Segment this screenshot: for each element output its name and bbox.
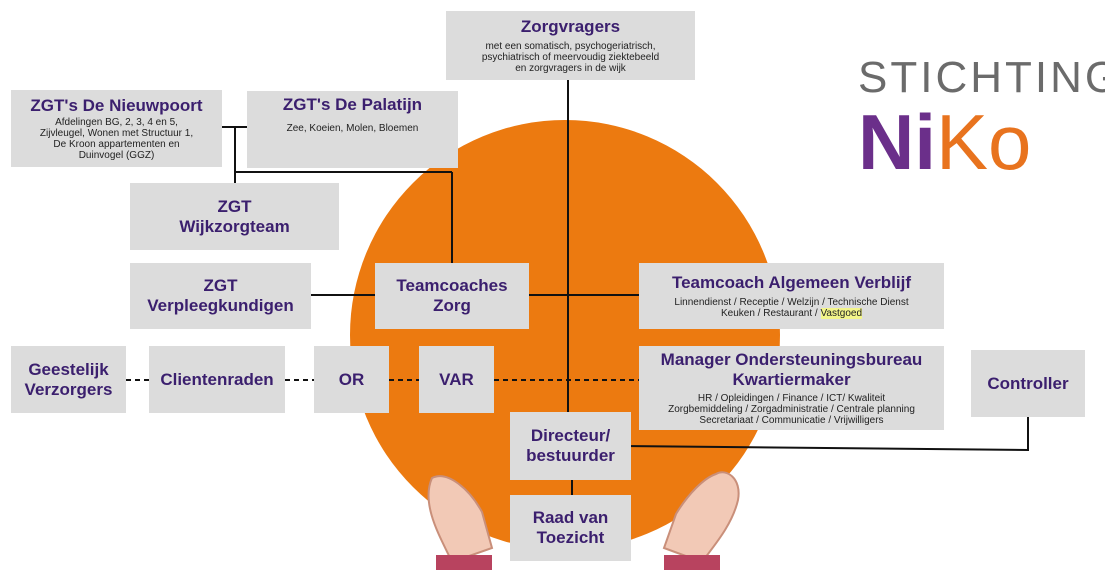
node-wijkzorgteam: ZGT Wijkzorgteam (130, 183, 339, 250)
node-subtitle: Zee, Koeien, Molen, Bloemen (286, 123, 419, 134)
node-title: Teamcoaches Zorg (396, 276, 508, 315)
node-nieuwpoort: ZGT's De Nieuwpoort Afdelingen BG, 2, 3,… (11, 90, 222, 167)
node-subtitle-line: Linnendienst / Receptie / Welzijn / Tech… (674, 297, 909, 308)
node-title: Geestelijk Verzorgers (24, 359, 113, 399)
node-title: Manager Ondersteuningsbureau Kwartiermak… (660, 350, 923, 389)
node-subtitle: HR / Opleidingen / Finance / ICT/ Kwalit… (668, 393, 915, 426)
node-title: ZGT's De Palatijn (282, 95, 423, 114)
connector-lines (222, 80, 1029, 495)
node-raad-van-toezicht: Raad van Toezicht (510, 495, 631, 561)
logo-letter: N (858, 98, 915, 186)
logo-line-1: STICHTING (858, 53, 1105, 102)
node-var: VAR (419, 346, 494, 413)
logo-letter: K (936, 98, 989, 186)
node-subtitle-line: Keuken / Restaurant / Vastgoed (639, 308, 944, 319)
node-title: Clientenraden (160, 369, 274, 389)
orange-circle (350, 120, 780, 550)
stichting-niko-logo: STICHTING NiKo (858, 53, 1105, 183)
right-hand-icon (662, 471, 740, 570)
left-hand-icon (427, 475, 494, 570)
node-palatijn: ZGT's De Palatijn Zee, Koeien, Molen, Bl… (247, 91, 458, 168)
node-subtitle: met een somatisch, psychogeriatrisch, ps… (481, 41, 660, 74)
node-title: Teamcoach Algemeen Verblijf (671, 273, 912, 292)
node-subtitle: Afdelingen BG, 2, 3, 4 en 5, Zijvleugel,… (39, 117, 194, 161)
node-title: Zorgvragers (520, 17, 621, 36)
node-clientenraden: Clientenraden (149, 346, 285, 413)
node-verpleegkundigen: ZGT Verpleegkundigen (130, 263, 311, 329)
node-title: Controller (987, 373, 1069, 393)
logo-line-2: NiKo (858, 102, 1098, 182)
node-title: VAR (439, 369, 474, 389)
node-title: Raad van Toezicht (532, 508, 609, 547)
node-manager-ondersteuningsbureau: Manager Ondersteuningsbureau Kwartiermak… (639, 346, 944, 430)
node-subtitle-text: Keuken / Restaurant / (720, 308, 821, 319)
node-subtitle: Linnendienst / Receptie / Welzijn / Tech… (639, 297, 944, 319)
node-teamcoach-algemeen-verblijf: Teamcoach Algemeen Verblijf Linnendienst… (639, 263, 944, 329)
node-title: ZGT Wijkzorgteam (179, 196, 290, 236)
node-or: OR (314, 346, 389, 413)
highlighted-text: Vastgoed (820, 308, 863, 319)
node-title: OR (338, 369, 365, 389)
node-teamcoaches-zorg: Teamcoaches Zorg (375, 263, 529, 329)
node-title: ZGT's De Nieuwpoort (30, 96, 203, 115)
node-controller: Controller (971, 350, 1085, 417)
node-title: ZGT Verpleegkundigen (147, 276, 294, 315)
logo-letter: o (988, 98, 1032, 186)
node-directeur-bestuurder: Directeur/ bestuurder (510, 412, 631, 480)
node-title: Directeur/ bestuurder (526, 426, 615, 465)
logo-letter: i (914, 98, 937, 186)
node-zorgvragers: Zorgvragers met een somatisch, psychoger… (446, 11, 695, 80)
node-geestelijk-verzorgers: Geestelijk Verzorgers (11, 346, 126, 413)
